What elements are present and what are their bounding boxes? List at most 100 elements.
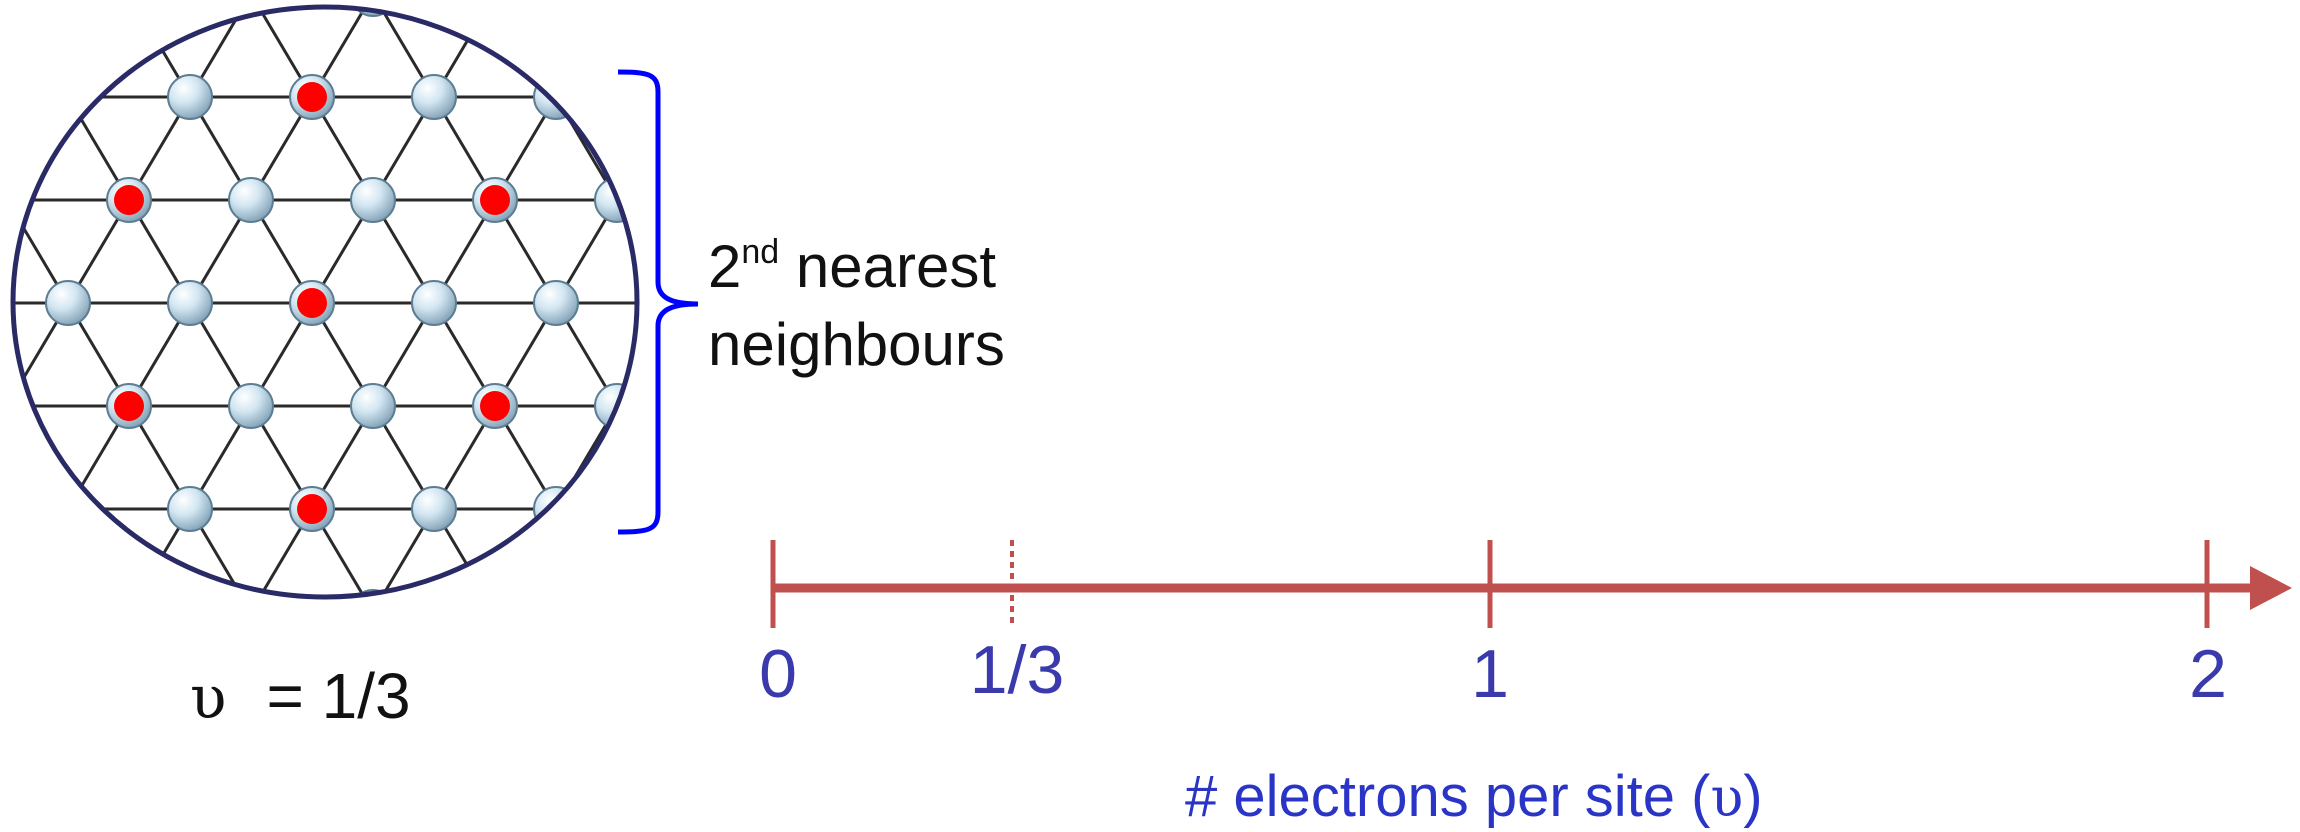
lattice-site bbox=[839, 384, 883, 428]
lattice-bond bbox=[678, 97, 739, 200]
neighbours-label-base: 2 bbox=[708, 233, 742, 300]
lattice-bond bbox=[493, 7, 558, 98]
lattice-site bbox=[594, 7, 637, 17]
lattice-site bbox=[839, 590, 883, 634]
lattice-bond bbox=[800, 406, 861, 509]
lattice-bond bbox=[0, 97, 7, 200]
lattice-bond bbox=[0, 612, 7, 715]
lattice-bond bbox=[678, 0, 739, 97]
lattice-bond bbox=[922, 97, 983, 200]
occupied-site bbox=[289, 74, 335, 120]
axis-title-text: # electrons per site ( bbox=[1185, 764, 1711, 829]
lattice-bond bbox=[0, 303, 7, 406]
filling-equation: υ= 1/3 bbox=[190, 664, 411, 728]
lattice-bond bbox=[922, 509, 983, 612]
lattice-bond bbox=[861, 509, 922, 612]
lattice-site bbox=[228, 177, 274, 223]
second-nearest-neighbours-label: 2nd nearest neighbours bbox=[708, 228, 1005, 384]
lattice-bond bbox=[800, 0, 861, 97]
filling-symbol: υ bbox=[190, 663, 227, 733]
lattice-bond bbox=[7, 612, 68, 715]
lattice-bond bbox=[0, 509, 7, 612]
lattice-bond bbox=[615, 199, 637, 304]
lattice-bond bbox=[493, 508, 558, 597]
occupied-site bbox=[289, 280, 335, 326]
lattice-bond bbox=[615, 405, 637, 510]
axis-ticks bbox=[770, 540, 2210, 628]
lattice-site bbox=[411, 74, 457, 120]
lattice-site bbox=[656, 487, 700, 531]
lattice-bond bbox=[615, 302, 637, 407]
lattice-site bbox=[13, 383, 30, 429]
lattice-bond bbox=[434, 612, 495, 715]
lattice-site bbox=[900, 487, 944, 531]
filling-value: = 1/3 bbox=[266, 660, 411, 732]
lattice-bond bbox=[678, 612, 739, 715]
lattice-bond bbox=[495, 612, 556, 715]
lattice-bond bbox=[0, 200, 7, 303]
lattice-bond bbox=[861, 612, 922, 715]
lattice-bond bbox=[615, 7, 637, 98]
lattice-bond bbox=[554, 7, 619, 98]
lattice-bond bbox=[615, 96, 637, 201]
lattice-site bbox=[350, 7, 396, 17]
lattice-site bbox=[717, 0, 761, 16]
lattice-bond bbox=[129, 612, 190, 715]
lattice-site bbox=[350, 589, 396, 597]
lattice-site bbox=[839, 178, 883, 222]
occupied-site bbox=[472, 177, 518, 223]
lattice-site bbox=[717, 178, 761, 222]
lattice-site bbox=[533, 486, 579, 532]
lattice-bond bbox=[0, 0, 7, 97]
lattice-site bbox=[106, 589, 152, 597]
lattice-site bbox=[350, 177, 396, 223]
neighbours-label-line2: neighbours bbox=[708, 311, 1005, 378]
lattice-bond bbox=[861, 0, 922, 97]
lattice-bond bbox=[800, 97, 861, 200]
lattice-site bbox=[228, 383, 274, 429]
lattice-site bbox=[656, 75, 700, 119]
lattice-site bbox=[167, 74, 213, 120]
lattice-site bbox=[778, 487, 822, 531]
lattice-site bbox=[167, 486, 213, 532]
axis-title-symbol: υ bbox=[1710, 766, 1744, 829]
tick-label-0: 0 bbox=[759, 636, 797, 712]
lattice-bond bbox=[861, 406, 922, 509]
occupied-site bbox=[472, 383, 518, 429]
axis-title: # electrons per site (υ) bbox=[1185, 768, 1763, 826]
lattice-bond bbox=[739, 406, 800, 509]
filling-axis bbox=[770, 540, 2292, 628]
lattice-site bbox=[533, 280, 579, 326]
lattice-bond bbox=[68, 612, 129, 715]
lattice-bond bbox=[739, 97, 800, 200]
lattice-site bbox=[13, 589, 30, 597]
lattice-bond bbox=[13, 7, 70, 98]
lattice-site bbox=[106, 7, 152, 17]
lattice-bond bbox=[739, 509, 800, 612]
lattice-site bbox=[717, 590, 761, 634]
occupied-site bbox=[289, 486, 335, 532]
lattice-site bbox=[594, 589, 637, 597]
lattice-bond bbox=[861, 97, 922, 200]
lattice-site bbox=[411, 280, 457, 326]
axis-title-close: ) bbox=[1743, 764, 1763, 829]
neighbours-label-superscript: nd bbox=[741, 233, 780, 271]
lattice-site bbox=[533, 74, 579, 120]
lattice-bond bbox=[800, 612, 861, 715]
lattice-bond bbox=[678, 406, 739, 509]
lattice-bond bbox=[617, 612, 678, 715]
neighbours-label-line1: nearest bbox=[779, 233, 996, 300]
lattice-bond bbox=[556, 612, 617, 715]
lattice-site bbox=[228, 589, 274, 597]
axis-arrowhead bbox=[2250, 566, 2292, 610]
lattice-site bbox=[45, 280, 91, 326]
tick-label-one-third: 1/3 bbox=[969, 632, 1065, 708]
lattice-bond bbox=[554, 508, 619, 597]
tick-label-2: 2 bbox=[2189, 636, 2227, 712]
lattice-site bbox=[45, 486, 91, 532]
tick-label-1: 1 bbox=[1471, 636, 1509, 712]
lattice-bond bbox=[678, 509, 739, 612]
neighbours-bracket bbox=[617, 69, 699, 535]
lattice-site bbox=[472, 7, 518, 17]
